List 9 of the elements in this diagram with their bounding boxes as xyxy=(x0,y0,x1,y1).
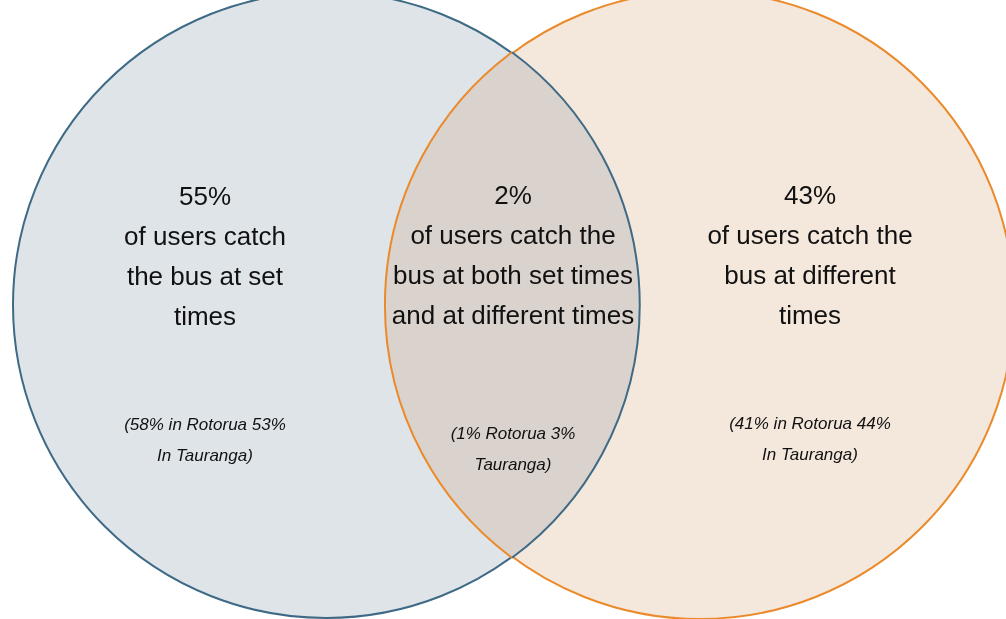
percentage-value: 2% xyxy=(493,179,533,212)
description-text: of users catch the bus at different times xyxy=(706,219,914,332)
percentage-value: 55% xyxy=(177,180,232,213)
note-text: (58% in Rotorua 53% In Tauranga) xyxy=(123,414,287,467)
description-text: of users catch the bus at both set times and at different times xyxy=(390,219,636,332)
note-text: (1% Rotorua 3% Tauranga) xyxy=(449,423,577,476)
percentage-value: 43% xyxy=(782,179,837,212)
note-text: (41% in Rotorua 44% In Tauranga) xyxy=(728,413,892,466)
description-text: of users catch the bus at set times xyxy=(123,220,287,333)
